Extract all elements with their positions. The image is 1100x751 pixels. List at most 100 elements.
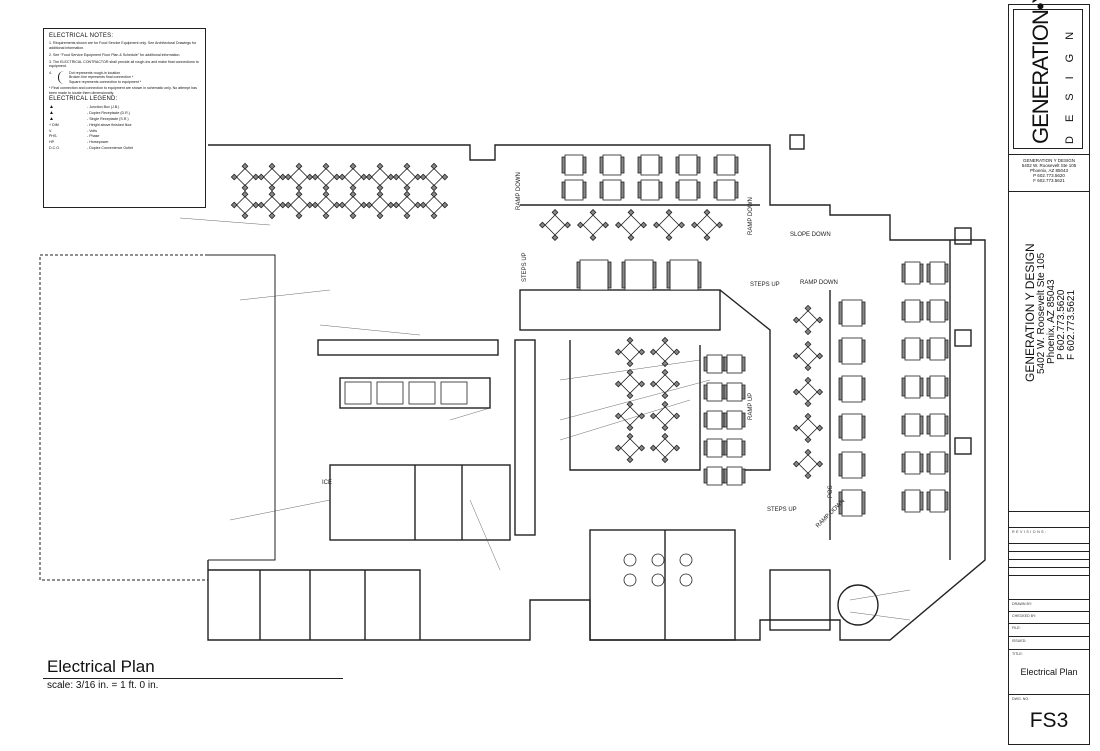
- chair: [349, 184, 357, 192]
- chair: [675, 156, 680, 174]
- chair: [838, 339, 843, 363]
- legend-key: D.C.O.: [49, 146, 60, 151]
- chair: [430, 190, 438, 198]
- chair: [403, 212, 411, 220]
- chair: [804, 412, 812, 420]
- label-ice: ICE: [322, 480, 332, 486]
- chair: [403, 162, 411, 170]
- chair: [627, 209, 635, 216]
- rect-table: [726, 466, 743, 486]
- chair: [349, 190, 357, 198]
- diamond-table: [620, 438, 640, 458]
- chair: [338, 173, 346, 181]
- chair: [577, 221, 584, 229]
- chair: [838, 301, 843, 325]
- chair: [614, 412, 622, 420]
- diamond-table: [262, 167, 282, 187]
- chair: [376, 190, 384, 198]
- legend-desc: - Duplex Convenience Outlet: [87, 146, 133, 151]
- note-1: 1. Requirements shown are for Food Servi…: [49, 41, 197, 50]
- chair: [901, 377, 906, 397]
- chair: [723, 440, 728, 456]
- chair: [430, 212, 438, 220]
- rect-table: [564, 154, 584, 176]
- chair: [626, 456, 634, 464]
- circuit-leader-line: [179, 217, 271, 226]
- chair: [926, 491, 931, 511]
- chair: [620, 156, 625, 174]
- chair: [804, 328, 812, 336]
- chair: [901, 339, 906, 359]
- chair: [944, 453, 949, 473]
- chair: [696, 156, 701, 174]
- chair: [944, 301, 949, 321]
- rect-table: [841, 375, 863, 403]
- diamond-table: [343, 195, 363, 215]
- corner-column-1: [954, 227, 972, 245]
- company-fax: F 602.773.5621: [1066, 289, 1077, 360]
- chair: [723, 468, 728, 484]
- legend-row: ▲- Single Receptacle (S.R.): [49, 116, 200, 122]
- diamond-table: [235, 167, 255, 187]
- diamond-table: [424, 167, 444, 187]
- address-small: 5402 W. Roosevelt Ste 105: [1021, 163, 1077, 168]
- chair: [944, 339, 949, 359]
- chair: [792, 352, 800, 360]
- chair: [741, 412, 746, 428]
- chair: [441, 201, 449, 209]
- circuit-leader-line: [319, 324, 421, 336]
- chair: [861, 415, 866, 439]
- chair: [816, 352, 824, 360]
- left-storage-wall: [208, 254, 276, 561]
- chair: [804, 340, 812, 348]
- chair: [637, 181, 642, 199]
- chair: [926, 263, 931, 283]
- chair: [441, 173, 449, 181]
- chair: [944, 263, 949, 283]
- circuit-leader-line: [559, 359, 701, 381]
- chair: [901, 301, 906, 321]
- chair: [295, 184, 303, 192]
- chair: [365, 201, 373, 209]
- chair: [626, 400, 634, 408]
- chair: [349, 162, 357, 170]
- rect-table: [929, 451, 946, 475]
- title-cell: TITLE: Electrical Plan: [1009, 650, 1089, 695]
- diamond-table: [262, 195, 282, 215]
- checked-by-label: CHECKED BY:: [1009, 612, 1089, 624]
- chair: [703, 468, 708, 484]
- diamond-table: [798, 382, 818, 402]
- chair: [614, 348, 622, 356]
- chair: [919, 339, 924, 359]
- chair: [734, 181, 739, 199]
- chair: [376, 184, 384, 192]
- label-pos: POS: [828, 485, 834, 498]
- chair: [241, 162, 249, 170]
- chair: [661, 456, 669, 464]
- diamond-table: [798, 346, 818, 366]
- chair: [723, 356, 728, 372]
- chair: [816, 460, 824, 468]
- chair: [673, 444, 681, 452]
- chair: [926, 339, 931, 359]
- chair: [322, 190, 330, 198]
- chair: [322, 212, 330, 220]
- chair: [792, 388, 800, 396]
- rect-table: [716, 154, 736, 176]
- floor-plan: RAMP DOWN RAMP DOWN SLOPE DOWN RAMP DOWN…: [39, 134, 986, 641]
- chair: [691, 221, 698, 229]
- chair: [582, 156, 587, 174]
- chair: [723, 412, 728, 428]
- legend-desc: - Single Receptacle (S.R.): [87, 116, 129, 121]
- diamond-table: [655, 342, 675, 362]
- chair: [675, 181, 680, 199]
- electrical-notes-box: ELECTRICAL NOTES: 1. Requirements shown …: [43, 28, 206, 208]
- chair: [792, 424, 800, 432]
- chair: [392, 173, 400, 181]
- title-label: TITLE:: [1012, 652, 1023, 656]
- chair: [703, 384, 708, 400]
- revision-row: [1009, 552, 1089, 560]
- rect-table: [904, 451, 921, 475]
- rect-table: [929, 413, 946, 437]
- chair: [665, 209, 673, 216]
